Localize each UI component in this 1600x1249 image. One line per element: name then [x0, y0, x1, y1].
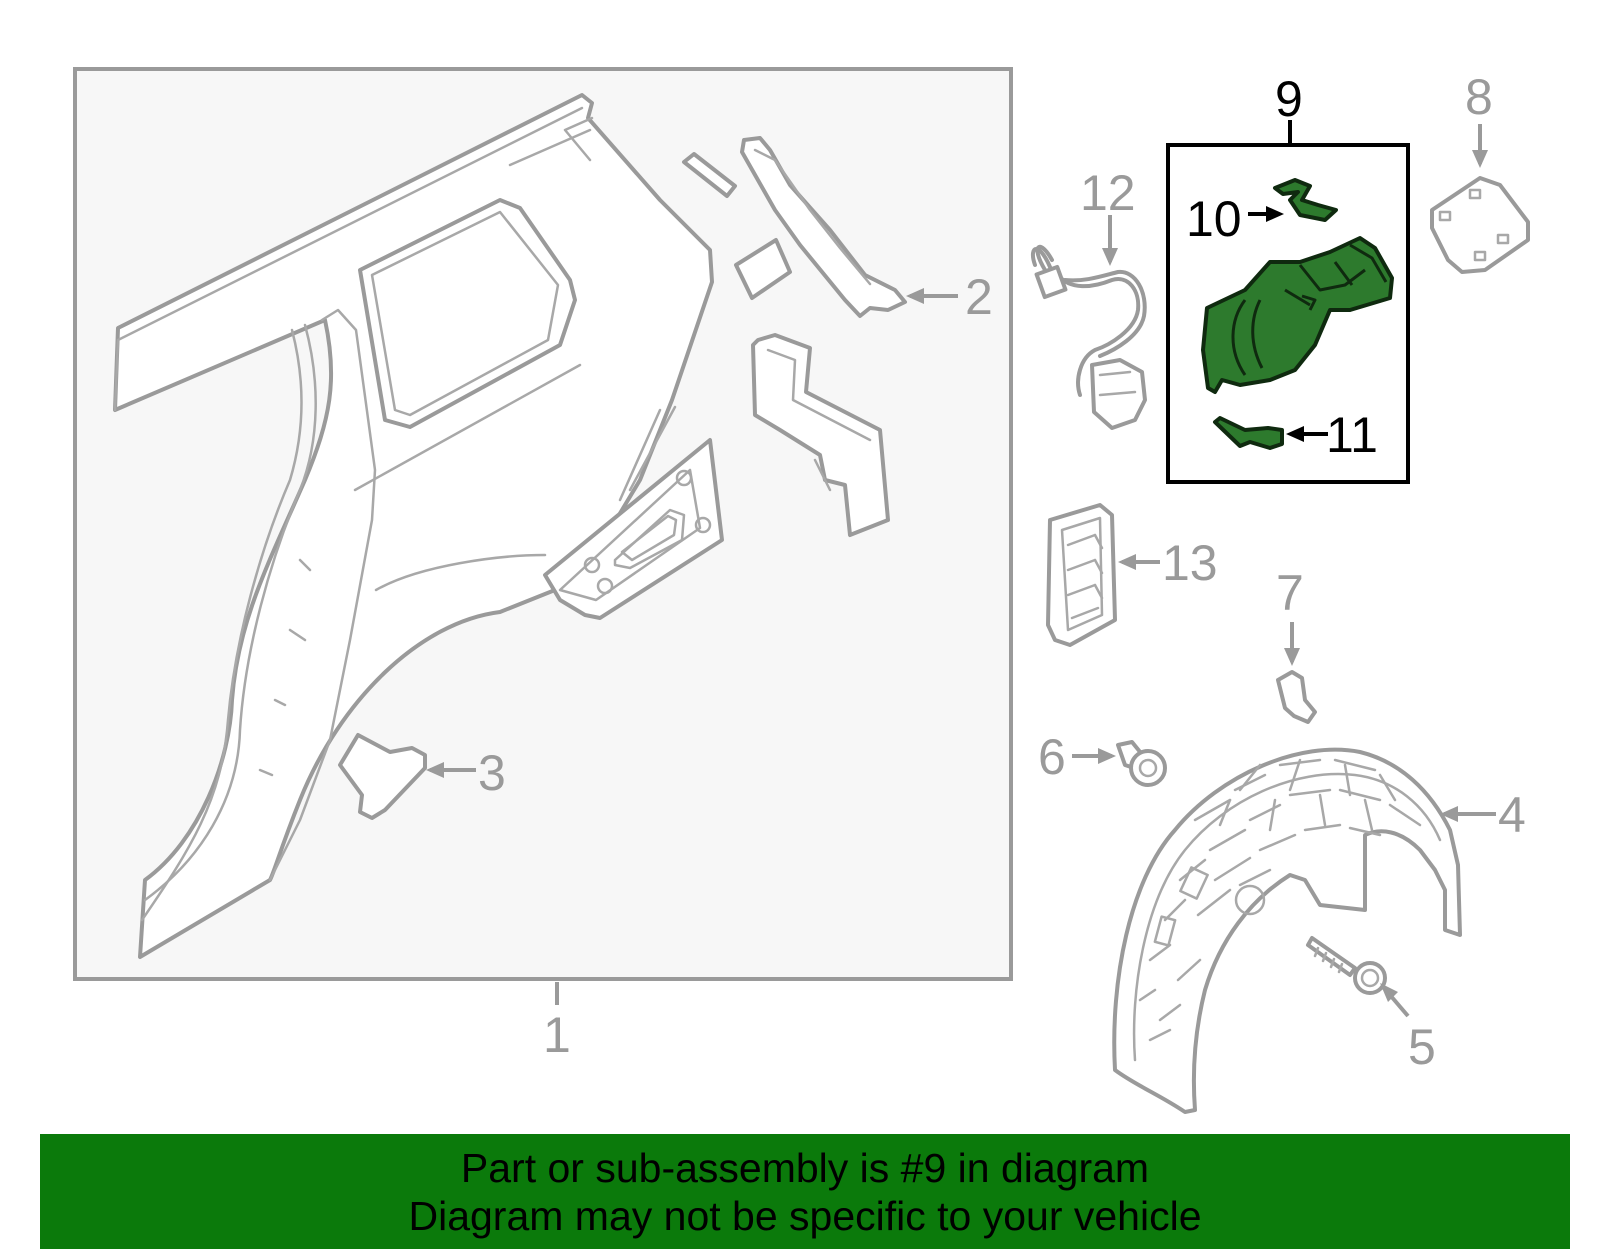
part-8-drawing	[1430, 176, 1530, 274]
quarter-panel-drawing	[113, 93, 724, 959]
callout-9: 9	[1275, 71, 1303, 127]
part-9-housing-highlighted	[1201, 236, 1394, 394]
callout-7: 7	[1276, 565, 1304, 621]
callout-10: 10	[1186, 191, 1242, 247]
part-4-drawing	[1112, 747, 1462, 1114]
callout-12: 12	[1080, 165, 1136, 221]
callout-4: 4	[1498, 787, 1526, 843]
part-13-drawing	[1046, 503, 1117, 647]
callout-2: 2	[965, 269, 993, 325]
part-12-drawing	[1030, 244, 1147, 430]
callout-3: 3	[478, 745, 506, 801]
callout-5: 5	[1408, 1019, 1436, 1075]
callout-11: 11	[1326, 407, 1378, 463]
leader-lines	[426, 120, 1496, 1018]
callout-8: 8	[1465, 69, 1493, 125]
part-10-clip-highlighted	[1273, 178, 1338, 222]
part-11-rod-highlighted	[1213, 416, 1284, 450]
info-banner: Part or sub-assembly is #9 in diagram Di…	[40, 1134, 1570, 1249]
part-2-drawing	[682, 136, 907, 537]
callout-6: 6	[1038, 729, 1066, 785]
banner-line-1: Part or sub-assembly is #9 in diagram	[460, 1145, 1150, 1191]
part-6-drawing	[1116, 740, 1167, 787]
part-5-drawing	[1306, 936, 1387, 995]
part-3-drawing	[338, 733, 427, 820]
banner-line-2: Diagram may not be specific to your vehi…	[408, 1193, 1202, 1239]
callout-1: 1	[543, 1007, 571, 1063]
callout-13: 13	[1162, 535, 1218, 591]
part-7-drawing	[1276, 670, 1317, 724]
